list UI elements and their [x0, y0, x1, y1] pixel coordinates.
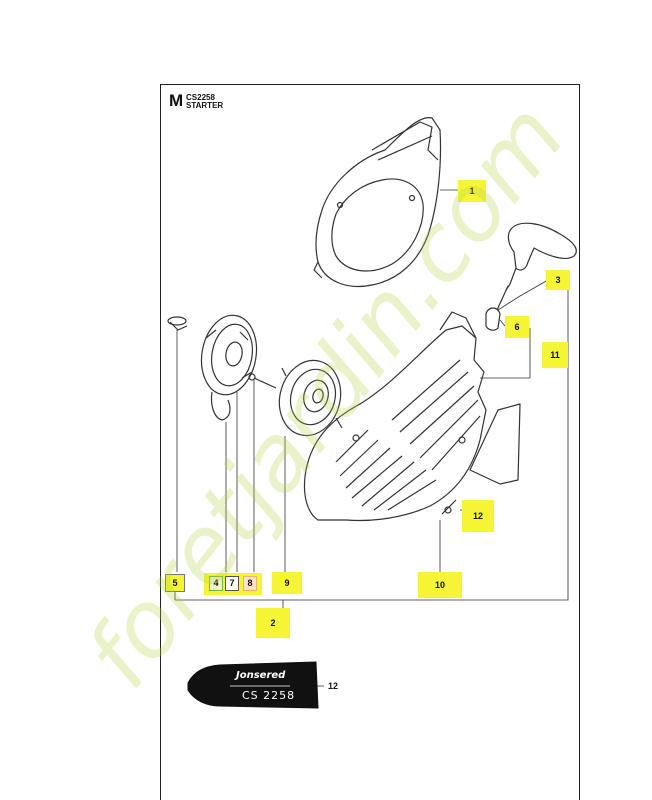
callout-3: 3 [546, 270, 570, 290]
part-pulley [278, 359, 343, 437]
callout-9-label: 9 [284, 577, 290, 588]
decal-sticker [187, 661, 319, 709]
callout-7-label: 7 [229, 578, 235, 588]
callout-8-label: 8 [247, 578, 253, 588]
callout-12: 12 [462, 500, 494, 532]
callout-11: 11 [542, 342, 568, 368]
part-starter-housing [303, 311, 487, 522]
callout-6-label: 6 [514, 321, 520, 332]
callout-10-label: 10 [434, 579, 445, 590]
callout-2-label: 2 [270, 617, 276, 628]
callout-6: 6 [505, 316, 529, 338]
callout-1-label: 1 [469, 185, 475, 196]
part-screw-5 [167, 316, 188, 331]
part-grommet [485, 307, 501, 331]
diagram-frame [160, 84, 580, 800]
callout-9: 9 [272, 572, 302, 594]
section-code: CS2258 [186, 93, 215, 102]
decal-brand: Jonsered [236, 670, 286, 681]
callout-5-label: 5 [172, 577, 178, 588]
part-spring-cassette [200, 314, 258, 421]
callout-4-label: 4 [213, 578, 219, 588]
callout-8: 8 [243, 576, 257, 591]
section-title: STARTER [186, 101, 224, 110]
part-cover [313, 117, 442, 288]
part-deflector [469, 403, 521, 485]
callout-3-label: 3 [555, 274, 561, 285]
section-letter: M [169, 91, 184, 110]
part-pin-8 [248, 373, 277, 389]
callout-12-label: 12 [472, 510, 483, 521]
decal-model: CS 2258 [242, 689, 296, 702]
callout-5: 5 [165, 574, 185, 592]
callout-1: 1 [458, 180, 486, 202]
callout-7: 7 [225, 576, 239, 591]
decal-callout-12: 12 [328, 681, 339, 691]
callout-4: 4 [209, 576, 223, 591]
callout-11-label: 11 [550, 349, 560, 360]
callout-10: 10 [418, 572, 462, 598]
callout-2: 2 [256, 608, 290, 638]
part-handle [496, 222, 577, 311]
part-screw-12 [441, 499, 457, 515]
